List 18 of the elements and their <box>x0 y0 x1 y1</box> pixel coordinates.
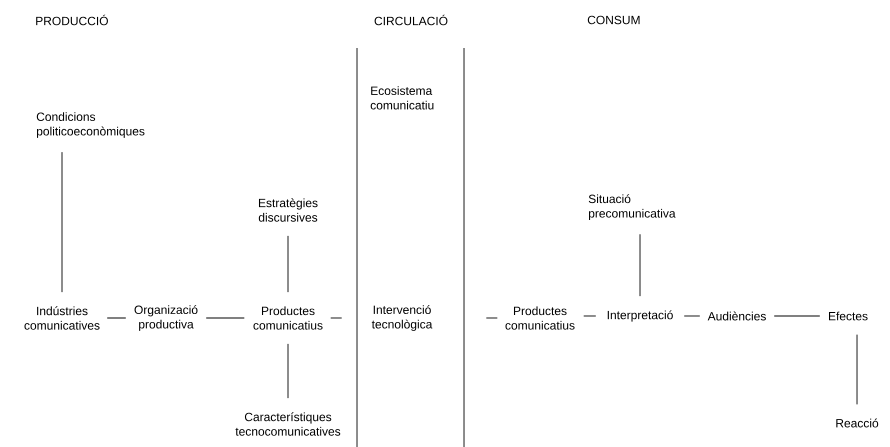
concept-label: Interpretació <box>608 310 673 322</box>
column-heading: CIRCULACIÓ <box>374 14 448 26</box>
concept-label: Audiències <box>708 312 766 320</box>
concept-label: Indústries comunicatives <box>24 306 100 330</box>
concept-label: Condicions politicoeconòmiques <box>36 112 144 138</box>
column-heading: CONSUM <box>588 16 640 24</box>
concept-label: Efectes <box>829 312 868 320</box>
concept-label: Productes comunicatius <box>254 306 323 330</box>
concept-label: Productes comunicatius <box>506 306 575 330</box>
concept-label: Intervenció tecnològica <box>372 305 432 331</box>
connector-line <box>856 334 858 405</box>
concept-label: Situació precomunicativa <box>588 194 676 220</box>
column-heading: PRODUCCIÓ <box>36 14 108 26</box>
concept-label: Ecosistema comunicatiu <box>370 86 434 110</box>
concept-label: Característiques tecnocomunicatives <box>236 412 340 436</box>
concept-label: Organizació productiva <box>134 305 198 331</box>
concept-label: Reacció <box>836 418 878 428</box>
concept-label: Estratègies discursives <box>258 198 318 222</box>
